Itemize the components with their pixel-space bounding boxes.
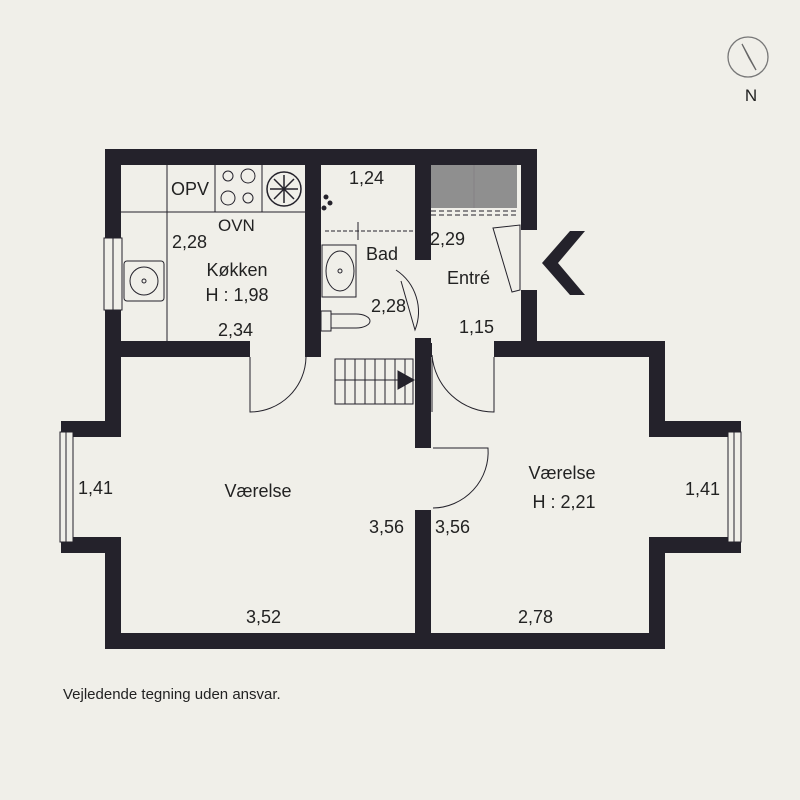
bath-name: Bad xyxy=(366,244,398,264)
left-room-name: Værelse xyxy=(224,481,291,501)
entrance-arrow-icon xyxy=(542,231,585,295)
right-room-dim-side: 3,56 xyxy=(435,517,470,537)
kitchen-sink-icon xyxy=(123,260,165,302)
toilet-tank-icon xyxy=(320,310,332,332)
right-bay-wall-top xyxy=(649,421,741,437)
toilet-icon xyxy=(330,313,371,329)
right-room-dim-window: 1,41 xyxy=(685,479,720,499)
kitchen-door xyxy=(249,356,307,413)
kitchen-label-opv: OPV xyxy=(171,179,209,199)
entry-door xyxy=(431,354,495,413)
left-bay-wall-bottom xyxy=(61,537,121,553)
compass: N xyxy=(727,36,769,105)
disclaimer-text: Vejledende tegning uden ansvar. xyxy=(63,686,281,703)
compass-north-label: N xyxy=(745,86,757,105)
kitchen-dim-side: 2,28 xyxy=(172,232,207,252)
front-door-opening xyxy=(519,230,539,290)
entry-dim-side: 2,29 xyxy=(430,229,465,249)
right-bay-floor xyxy=(649,437,729,537)
stairs-arrow-icon xyxy=(397,370,416,390)
bath-dim-side: 2,28 xyxy=(371,296,406,316)
kitchen-bottom-wall xyxy=(121,341,250,357)
entry-dim-bottom: 1,15 xyxy=(459,317,494,337)
compass-needle-icon xyxy=(741,43,757,71)
left-bay-wall-top xyxy=(61,421,121,437)
right-bay-wall-bottom xyxy=(649,537,741,553)
compass-icon xyxy=(727,36,769,78)
kitchen-height: H : 1,98 xyxy=(205,285,268,305)
kitchen-counter xyxy=(121,165,305,341)
walls xyxy=(61,149,741,649)
doors xyxy=(249,224,521,509)
left-room-dim-window: 1,41 xyxy=(78,478,113,498)
right-room-dim-bottom: 2,78 xyxy=(518,607,553,627)
rooms-divider-wall-top xyxy=(415,338,431,448)
left-room-dim-bottom: 3,52 xyxy=(246,607,281,627)
kitchen-bath-wall xyxy=(305,165,321,345)
bath-dim-top: 1,24 xyxy=(349,168,384,188)
right-room-name: Værelse xyxy=(528,463,595,483)
kitchen-dim-bottom: 2,34 xyxy=(218,320,253,340)
wardrobe xyxy=(431,165,517,216)
windows xyxy=(59,230,742,543)
stairs xyxy=(334,358,416,405)
right-room-height: H : 2,21 xyxy=(532,492,595,512)
entry-name: Entré xyxy=(447,268,490,288)
room-door xyxy=(432,447,489,509)
bath-entry-wall xyxy=(415,165,431,260)
kitchen-label-ovn: OVN xyxy=(218,216,255,235)
entry-bottom-wall xyxy=(494,341,537,357)
bath-sink-icon xyxy=(321,244,357,298)
front-door-leaf xyxy=(492,224,521,293)
left-room-dim-side: 3,56 xyxy=(369,517,404,537)
rooms-divider-wall-bottom xyxy=(415,510,431,649)
outer-wall xyxy=(61,149,741,649)
bath-fixtures xyxy=(320,194,413,332)
door-openings xyxy=(250,168,494,510)
kitchen-name: Køkken xyxy=(206,260,267,280)
bath-door xyxy=(395,269,419,332)
fan-icon xyxy=(266,171,302,207)
